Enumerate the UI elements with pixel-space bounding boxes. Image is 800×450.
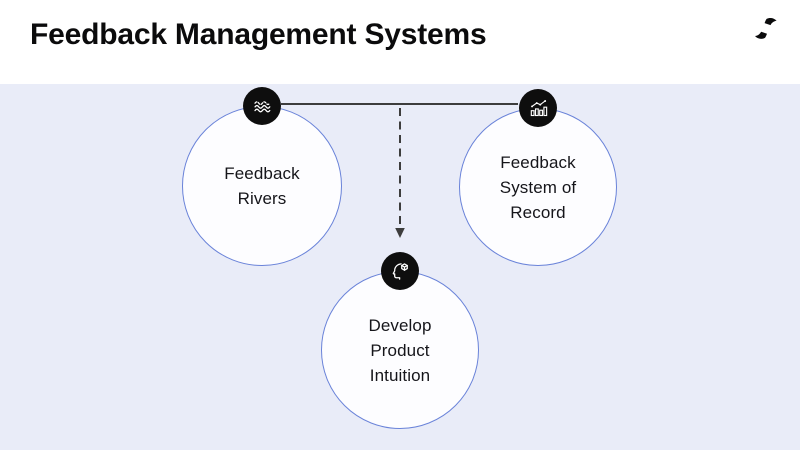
node-feedback-system-of-record: Feedback System of Record: [459, 89, 617, 266]
growth-chart-icon: [519, 89, 557, 127]
node-label-line: Record: [510, 202, 566, 222]
node-develop-product-intuition: Develop Product Intuition: [321, 252, 479, 429]
page-title: Feedback Management Systems: [30, 18, 487, 51]
node-label-line: Rivers: [237, 189, 287, 208]
node-label-line: Feedback: [224, 164, 300, 183]
node-label: Feedback System of Record: [500, 150, 576, 225]
node-feedback-rivers: Feedback Rivers: [182, 87, 342, 266]
node-label-line: Feedback: [500, 152, 576, 172]
brand-logo-icon: [753, 17, 779, 40]
node-label: Develop Product Intuition: [368, 313, 431, 388]
head-cube-icon: [381, 252, 419, 290]
node-label-line: Develop: [368, 315, 432, 335]
node-label-line: Product: [370, 340, 430, 360]
node-label: Feedback Rivers: [224, 161, 299, 211]
node-label-line: System of: [499, 177, 577, 197]
slide-header: Feedback Management Systems: [0, 0, 800, 84]
node-label-line: Intuition: [369, 365, 431, 385]
waves-icon: [243, 87, 281, 125]
